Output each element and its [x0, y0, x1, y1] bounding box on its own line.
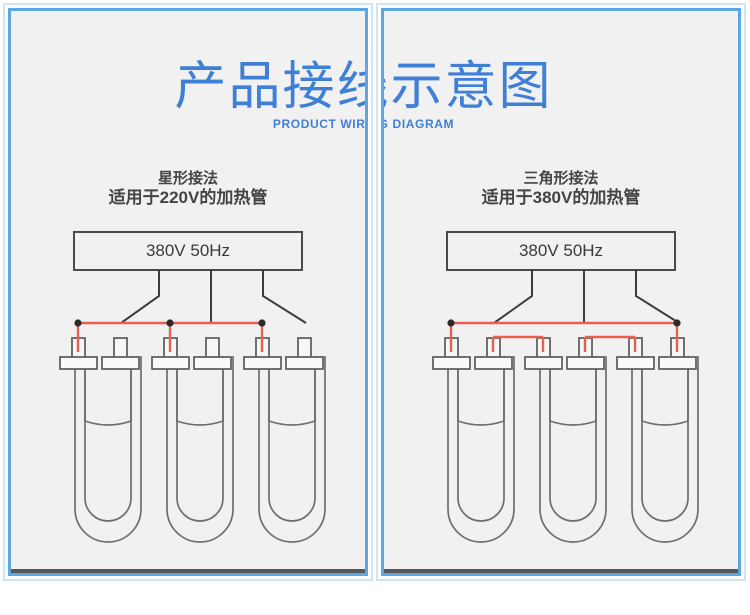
heating-element — [74, 356, 142, 543]
star-supply-box — [73, 231, 303, 271]
star-bus-nodes — [74, 319, 266, 327]
terminal — [566, 337, 605, 370]
panel-bottom-shadow — [384, 569, 738, 573]
heating-element — [258, 356, 326, 543]
terminal — [101, 337, 140, 370]
delta-heading-line1: 三角形接法 — [523, 170, 599, 187]
star-heating-elements — [74, 356, 326, 543]
star-terminals — [59, 337, 324, 370]
panel-bottom-shadow — [11, 569, 365, 573]
delta-feeder-L1 — [493, 270, 533, 324]
panel-star-connection: 星形接法 适用于220V的加热管 — [8, 8, 368, 576]
heating-element — [539, 356, 607, 543]
terminal — [193, 337, 232, 370]
star-wiring-diagram — [59, 231, 326, 543]
delta-supply-label-wrap: 380V 50Hz — [447, 232, 675, 270]
heating-element — [166, 356, 234, 543]
panel-delta-connection: 三角形接法 适用于380V的加热管 — [381, 8, 741, 576]
delta-bridge-nodes — [447, 319, 681, 327]
star-heading-line1: 星形接法 — [157, 170, 218, 187]
terminal — [616, 337, 655, 370]
star-feeder-L1 — [120, 270, 160, 324]
delta-heading-line2: 适用于380V的加热管 — [481, 188, 641, 207]
delta-supply-box — [446, 231, 676, 271]
star-supply-label: 380V 50Hz — [145, 241, 231, 260]
delta-feeder-L3 — [635, 270, 680, 324]
delta-bridge-wires — [449, 321, 679, 352]
heating-element — [447, 356, 515, 543]
heating-element — [631, 356, 699, 543]
terminal — [285, 337, 324, 370]
star-feeder-L3 — [262, 270, 307, 324]
delta-heating-elements — [447, 356, 699, 543]
star-supply-label-wrap: 380V 50Hz — [74, 232, 302, 270]
star-heading-line2: 适用于220V的加热管 — [108, 188, 268, 207]
delta-wiring-diagram — [432, 231, 699, 543]
delta-terminals — [432, 337, 697, 370]
delta-supply-label: 380V 50Hz — [518, 241, 604, 260]
star-neutral-bus — [76, 321, 264, 352]
